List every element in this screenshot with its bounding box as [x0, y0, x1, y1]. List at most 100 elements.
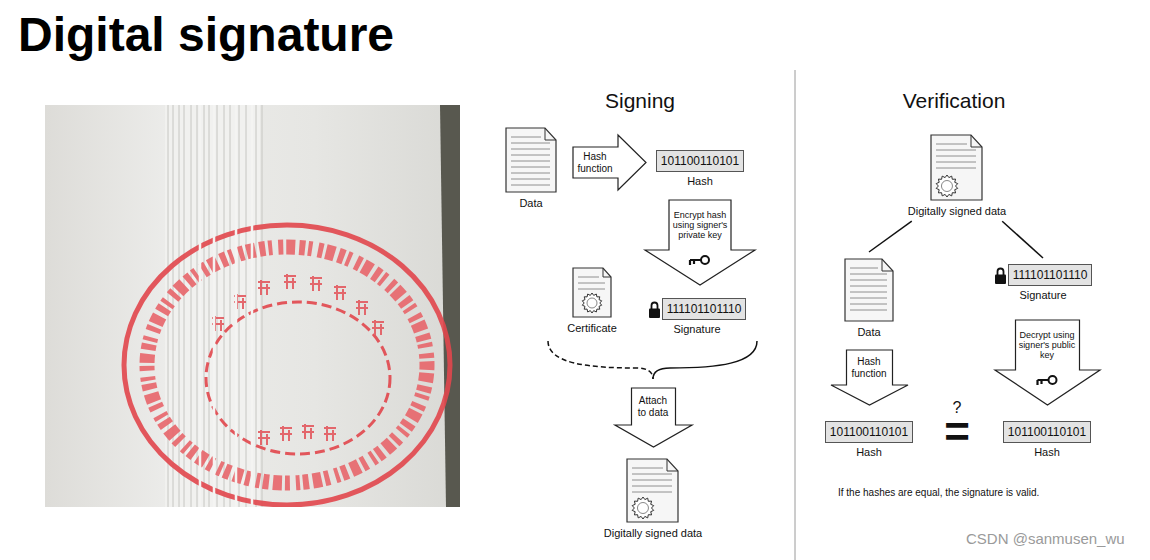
key-icon	[1037, 380, 1048, 385]
arrow-label: Attach to data	[634, 395, 672, 417]
icon-label: Digitally signed data	[908, 205, 1006, 218]
hash-box: 101100110101Hash	[825, 421, 913, 459]
page-fold	[971, 135, 982, 147]
certificate-icon	[572, 267, 612, 318]
bit-string-box: 101100110101	[656, 150, 744, 172]
data-document: Data	[505, 127, 557, 210]
box-label: Signature	[994, 289, 1093, 302]
page-text-lines	[511, 137, 550, 185]
lock-body	[995, 274, 1006, 284]
title-holder: Digital signature	[18, 6, 394, 64]
process-arrow: Hash function	[831, 350, 908, 405]
document-icon	[505, 127, 557, 193]
stamp-photo	[45, 105, 460, 507]
arrow-label: Encrypt hash using signer's private key	[672, 210, 728, 240]
seal-badge	[937, 175, 959, 197]
signed-document: Digitally signed data	[908, 134, 1006, 218]
stamp-glyph-marks	[258, 424, 336, 445]
seal-badge	[582, 293, 601, 313]
process-arrow: Hash function	[573, 135, 646, 190]
label-holder: Signing	[605, 88, 675, 113]
key-icon-bow	[701, 256, 709, 264]
box-row: 101100110101	[656, 150, 744, 172]
seal-badge	[633, 497, 655, 519]
page-fold	[545, 128, 556, 140]
section-heading: Verification	[903, 88, 1006, 113]
data-document: Data	[844, 258, 894, 339]
icon-label: Data	[844, 326, 894, 339]
icon-label: Data	[505, 197, 557, 210]
section-heading: Signing	[605, 88, 675, 113]
hash-box: 101100110101Hash	[1003, 421, 1091, 459]
document-icon	[930, 134, 983, 201]
process-arrow: Decrypt using signer's public key	[995, 320, 1100, 405]
paper-stack-lines	[168, 105, 262, 507]
connector-line	[1002, 221, 1043, 258]
dark-edge	[440, 105, 460, 507]
bit-string-box: 111101101110	[662, 298, 747, 320]
box-label: Hash	[1003, 446, 1091, 459]
page-text-lines	[578, 277, 605, 289]
box-row: 101100110101	[1003, 421, 1091, 443]
block-arrow	[573, 135, 646, 190]
stamp-outer-ring	[124, 225, 450, 505]
seal-badge-inner	[942, 181, 953, 192]
page-outline	[506, 128, 556, 192]
label-holder: =	[944, 410, 970, 454]
process-arrow: Attach to data	[615, 388, 692, 447]
merge-brace-dashed	[548, 341, 653, 379]
arrow-label: Hash function	[576, 151, 615, 173]
process-arrow: Encrypt hash using signer's private key	[645, 200, 755, 285]
label-holder: CSDN @sanmusen_wu	[966, 530, 1125, 548]
block-arrow	[645, 200, 755, 285]
box-label: Hash	[825, 446, 913, 459]
hash-box: 101100110101Hash	[656, 150, 744, 188]
document-icon	[844, 258, 894, 322]
document-icon	[626, 458, 679, 523]
page-title: Digital signature	[18, 6, 394, 64]
lock-body	[649, 308, 660, 318]
block-arrow	[831, 350, 908, 405]
arrow-label: Decrypt using signer's public key	[1018, 330, 1076, 360]
arrow-label: Hash function	[849, 356, 889, 378]
block-arrow	[615, 388, 692, 447]
page-fold	[882, 259, 893, 271]
box-label: Signature	[648, 323, 747, 336]
signature-box: 111101101110Signature	[648, 298, 747, 336]
icon-label: Certificate	[567, 322, 617, 335]
watermark: CSDN @sanmusen_wu	[966, 530, 1125, 548]
paper-gap-lines	[200, 105, 252, 507]
box-row: 111101101110	[648, 298, 747, 320]
page-outline	[573, 268, 611, 317]
bit-string-box: 101100110101	[825, 421, 913, 443]
lock-shackle	[651, 302, 657, 309]
page-fold	[667, 459, 678, 471]
seal-badge-inner	[638, 503, 649, 514]
icon-label: Digitally signed data	[604, 527, 702, 540]
signed-document: Digitally signed data	[604, 458, 702, 540]
paper-ground	[45, 105, 460, 507]
box-row: 101100110101	[825, 421, 913, 443]
page-text-lines	[850, 268, 887, 310]
lock-icon	[994, 266, 1007, 285]
certificate: Certificate	[567, 267, 617, 335]
stamp-glyph-marks	[212, 274, 384, 335]
page-text-lines	[632, 468, 672, 492]
box-label: Hash	[656, 175, 744, 188]
stamp-inner-ring	[206, 302, 390, 454]
page-outline	[627, 459, 678, 522]
page-fold	[603, 268, 611, 277]
lock-icon	[648, 300, 661, 319]
section-divider	[795, 70, 796, 560]
stamp-letter-ring	[147, 247, 427, 483]
page-outline	[931, 135, 982, 200]
block-arrow	[995, 320, 1100, 405]
page-text-lines	[936, 144, 976, 168]
label-holder: Verification	[903, 88, 1006, 113]
bit-string-box: 101100110101	[1003, 421, 1091, 443]
label-holder: If the hashes are equal, the signature i…	[838, 487, 1039, 499]
seal-badge-inner	[587, 298, 597, 308]
box-row: 111101101110	[994, 264, 1093, 286]
merge-brace	[653, 341, 757, 379]
